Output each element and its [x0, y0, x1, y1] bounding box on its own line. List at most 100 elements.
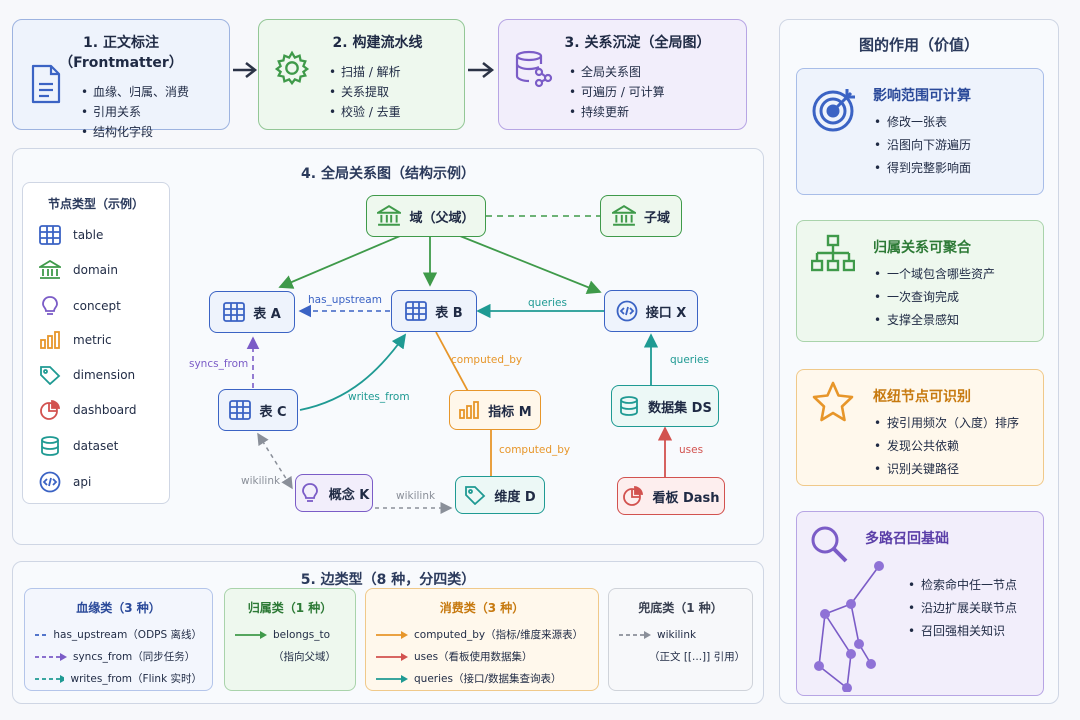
dashboard-icon [40, 400, 61, 420]
domain-icon [377, 205, 402, 226]
edge-label-computed-by: computed_by [499, 444, 571, 456]
legend-label: dataset [73, 439, 119, 453]
legend-label: concept [73, 299, 121, 313]
node-table-c[interactable]: 表 C [218, 389, 298, 431]
metric-icon [40, 331, 60, 349]
list-item: 一次查询完成 [874, 286, 995, 309]
edge-category-ownership: 归属类（1 种） belongs_to （指向父域） [224, 588, 356, 691]
list-item: 修改一张表 [874, 111, 971, 134]
edge-belongs-to-a [278, 235, 401, 289]
node-type-legend: 节点类型（示例） table domain concept metric dim… [22, 182, 170, 504]
graph-tree-icon [814, 561, 884, 692]
star-icon [812, 381, 854, 422]
edge-writes-from [299, 333, 407, 411]
legend-label: dimension [73, 368, 136, 382]
node-table-b[interactable]: 表 B [391, 290, 477, 332]
edge-category-fallback: 兜底类（1 种） wikilink （正文 [[...]] 引用） [608, 588, 753, 691]
legend-item-dashboard: dashboard [39, 400, 136, 420]
edge-type-label: has_upstream（ODPS 离线） [53, 629, 202, 641]
value-title: 图的作用（价值） [858, 36, 979, 54]
category-title: 兜底类（1 种） [638, 601, 723, 615]
edge-label-has-upstream: has_upstream [308, 294, 382, 306]
card-title: 枢纽节点可识别 [873, 389, 971, 405]
dashed-arrow-icon [35, 634, 48, 636]
value-panel: 图的作用（价值） 影响范围可计算 修改一张表 沿图向下游遍历 得到完整影响面 归… [779, 19, 1059, 704]
node-domain[interactable]: 域（父域） [366, 195, 486, 237]
edge-type-note: （正文 [[...]] 引用） [649, 651, 746, 663]
edge-wikilink-ck [257, 432, 293, 490]
edge-type-label: computed_by（指标/维度来源表） [414, 629, 584, 641]
node-label: 数据集 DS [648, 400, 712, 416]
node-dashboard[interactable]: 看板 Dash [617, 477, 725, 515]
list-item: 得到完整影响面 [874, 157, 971, 180]
dashed-arrow-icon [35, 675, 65, 683]
node-label: 表 A [253, 306, 281, 322]
list-item: 识别关键路径 [874, 458, 1019, 481]
graph-title: 4. 全局关系图（结构示例） [301, 166, 475, 182]
edge-type-label: belongs_to [273, 629, 331, 641]
node-subdomain[interactable]: 子域 [600, 195, 682, 237]
node-api-x[interactable]: 接口 X [604, 290, 698, 332]
step-title: 1. 正文标注（Frontmatter） [59, 35, 183, 71]
list-item: 按引用频次（入度）排序 [874, 412, 1019, 435]
value-card-hub: 枢纽节点可识别 按引用频次（入度）排序 发现公共依赖 识别关键路径 [796, 369, 1044, 486]
list-item: 支撑全景感知 [874, 309, 995, 332]
list-item: 关系提取 [329, 82, 450, 102]
node-label: 概念 K [328, 487, 370, 503]
category-title: 血缘类（3 种） [76, 601, 161, 615]
card-title: 归属关系可聚合 [873, 240, 971, 256]
node-concept-k[interactable]: 概念 K [295, 474, 373, 512]
edge-label-syncs-from: syncs_from [189, 358, 249, 370]
list-item: 持续更新 [569, 102, 732, 122]
edge-type-label: syncs_from（同步任务） [73, 651, 196, 663]
category-title: 归属类（1 种） [247, 601, 333, 615]
value-card-aggregation: 归属关系可聚合 一个域包含哪些资产 一次查询完成 支撑全景感知 [796, 220, 1044, 342]
list-item: 引用关系 [81, 102, 215, 122]
legend-label: dashboard [73, 403, 137, 417]
table-icon [405, 301, 428, 321]
search-icon [811, 526, 848, 563]
node-table-a[interactable]: 表 A [209, 291, 295, 333]
legend-item-dimension: dimension [39, 365, 135, 385]
document-icon [31, 64, 61, 104]
edge-type-label: writes_from（Flink 实时） [70, 673, 202, 685]
node-dimension-d[interactable]: 维度 D [455, 476, 545, 514]
legend-item-table: table [39, 225, 103, 245]
metric-icon [459, 401, 480, 419]
node-label: 维度 D [494, 489, 536, 505]
legend-label: table [73, 228, 104, 242]
legend-label: api [73, 475, 92, 489]
edge-category-lineage: 血缘类（3 种） has_upstream（ODPS 离线） syncs_fro… [24, 588, 213, 691]
edge-type-label: uses（看板使用数据集） [414, 651, 533, 663]
table-icon [39, 225, 61, 245]
node-label: 子域 [643, 210, 670, 226]
hierarchy-icon [811, 234, 855, 272]
api-icon [616, 300, 638, 322]
arrow-right-icon [233, 62, 258, 78]
node-metric-m[interactable]: 指标 M [449, 390, 541, 430]
list-item: 校验 / 去重 [329, 102, 450, 122]
edge-type-label: wikilink [657, 629, 697, 641]
legend-label: metric [73, 333, 112, 347]
edge-label-writes-from: writes_from [348, 391, 410, 403]
node-label: 指标 M [488, 404, 532, 420]
list-item: 沿边扩展关联节点 [908, 597, 1017, 620]
node-label: 表 C [259, 404, 287, 420]
edge-category-consumption: 消费类（3 种） computed_by（指标/维度来源表） uses（看板使用… [365, 588, 599, 691]
node-label: 看板 Dash [652, 490, 720, 506]
dashboard-icon [623, 486, 644, 506]
target-icon [812, 89, 855, 132]
edge-label-computed-by: computed_by [451, 354, 523, 366]
step-pipeline: 2. 构建流水线 扫描 / 解析 关系提取 校验 / 去重 [258, 19, 465, 130]
list-item: 沿图向下游遍历 [874, 134, 971, 157]
legend-title: 节点类型（示例） [47, 197, 144, 211]
edge-label-queries: queries [670, 354, 709, 366]
dashed-arrow-icon [35, 653, 67, 661]
legend-item-domain: domain [39, 260, 118, 280]
node-label: 接口 X [645, 305, 687, 321]
node-dataset-ds[interactable]: 数据集 DS [611, 385, 719, 427]
list-item: 发现公共依赖 [874, 435, 1019, 458]
step-title: 2. 构建流水线 [332, 35, 423, 51]
card-title: 影响范围可计算 [873, 88, 971, 104]
list-item: 召回强相关知识 [908, 620, 1017, 643]
